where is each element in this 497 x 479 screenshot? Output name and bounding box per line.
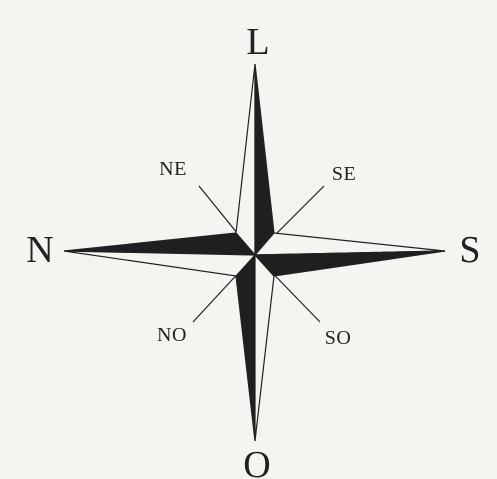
label-upper-left: NE	[159, 158, 187, 180]
label-right: S	[459, 229, 480, 271]
south-point-right-half	[255, 255, 274, 441]
label-lower-right: SO	[325, 327, 352, 349]
north-point-top-half	[236, 64, 255, 255]
east-point-bottom-half	[255, 251, 445, 276]
label-upper-right: SE	[332, 163, 356, 185]
north-point-bottom-half	[255, 64, 274, 255]
compass-rose	[64, 64, 445, 441]
label-top: L	[246, 21, 269, 63]
west-point-bottom-half	[64, 251, 255, 276]
south-point-left-half	[236, 255, 255, 441]
label-bottom: O	[243, 444, 270, 479]
label-lower-left: NO	[157, 324, 187, 346]
label-left: N	[26, 229, 53, 271]
